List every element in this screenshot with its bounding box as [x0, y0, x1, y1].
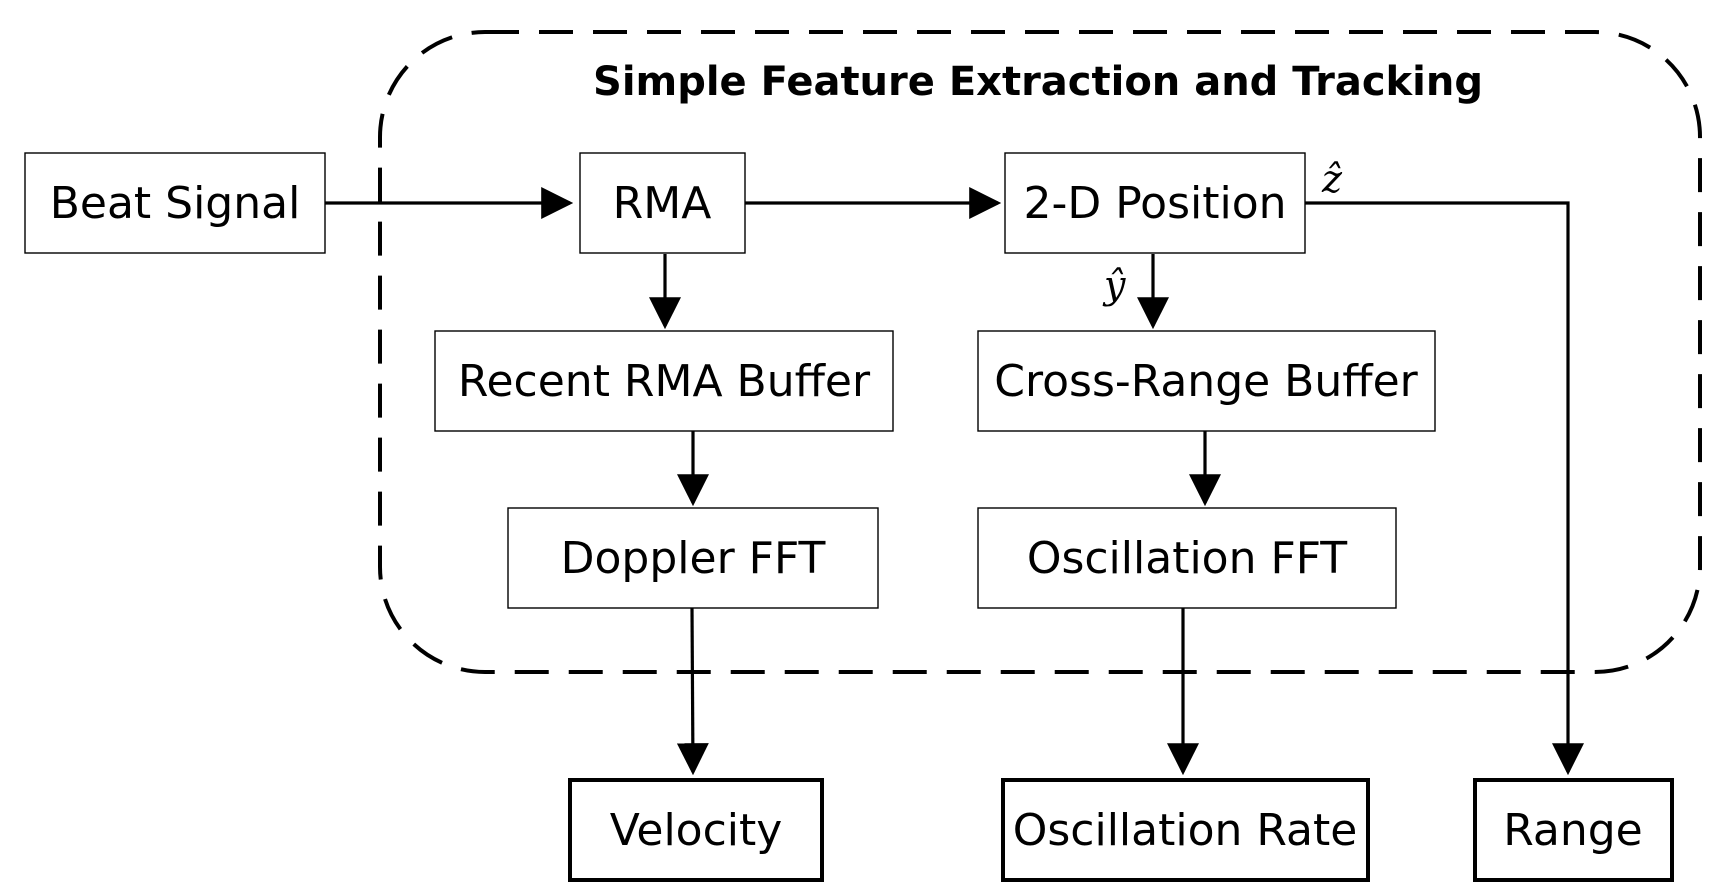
- doppler-fft-box: [507, 507, 879, 609]
- edge-position-to-range: [1305, 201, 1584, 776]
- rma-box: [579, 152, 746, 254]
- edge-doppler-to-velocity: [676, 607, 709, 776]
- velocity-box: [568, 778, 824, 882]
- range-label: Range: [1503, 805, 1642, 856]
- y-hat-label: ŷ: [1102, 263, 1126, 307]
- recent-rma-buffer-label: Recent RMA Buffer: [458, 356, 871, 407]
- svg-text:ŷ: ŷ: [1102, 263, 1126, 307]
- beat-signal-label: Beat Signal: [50, 178, 301, 229]
- position-2d-label: 2-D Position: [1023, 178, 1286, 229]
- z-hat-label: ẑ: [1321, 157, 1343, 201]
- recent-rma-buffer-box: [434, 330, 894, 432]
- cross-range-buffer-box: [977, 330, 1436, 432]
- oscillation-rate-label: Oscillation Rate: [1013, 805, 1358, 856]
- cross-range-buffer-label: Cross-Range Buffer: [994, 356, 1418, 407]
- position-2d-box: [1004, 152, 1306, 254]
- beat-signal-box: [24, 152, 326, 254]
- velocity-label: Velocity: [610, 805, 783, 856]
- svg-text:ẑ: ẑ: [1321, 157, 1343, 201]
- oscillation-fft-box: [977, 507, 1397, 609]
- group-title: Simple Feature Extraction and Tracking: [593, 59, 1483, 105]
- oscillation-rate-box: [1001, 778, 1370, 882]
- range-box: [1473, 778, 1674, 882]
- doppler-fft-label: Doppler FFT: [561, 533, 826, 584]
- rma-label: RMA: [613, 178, 712, 229]
- feature-extraction-group: [378, 30, 1702, 674]
- oscillation-fft-label: Oscillation FFT: [1027, 533, 1347, 584]
